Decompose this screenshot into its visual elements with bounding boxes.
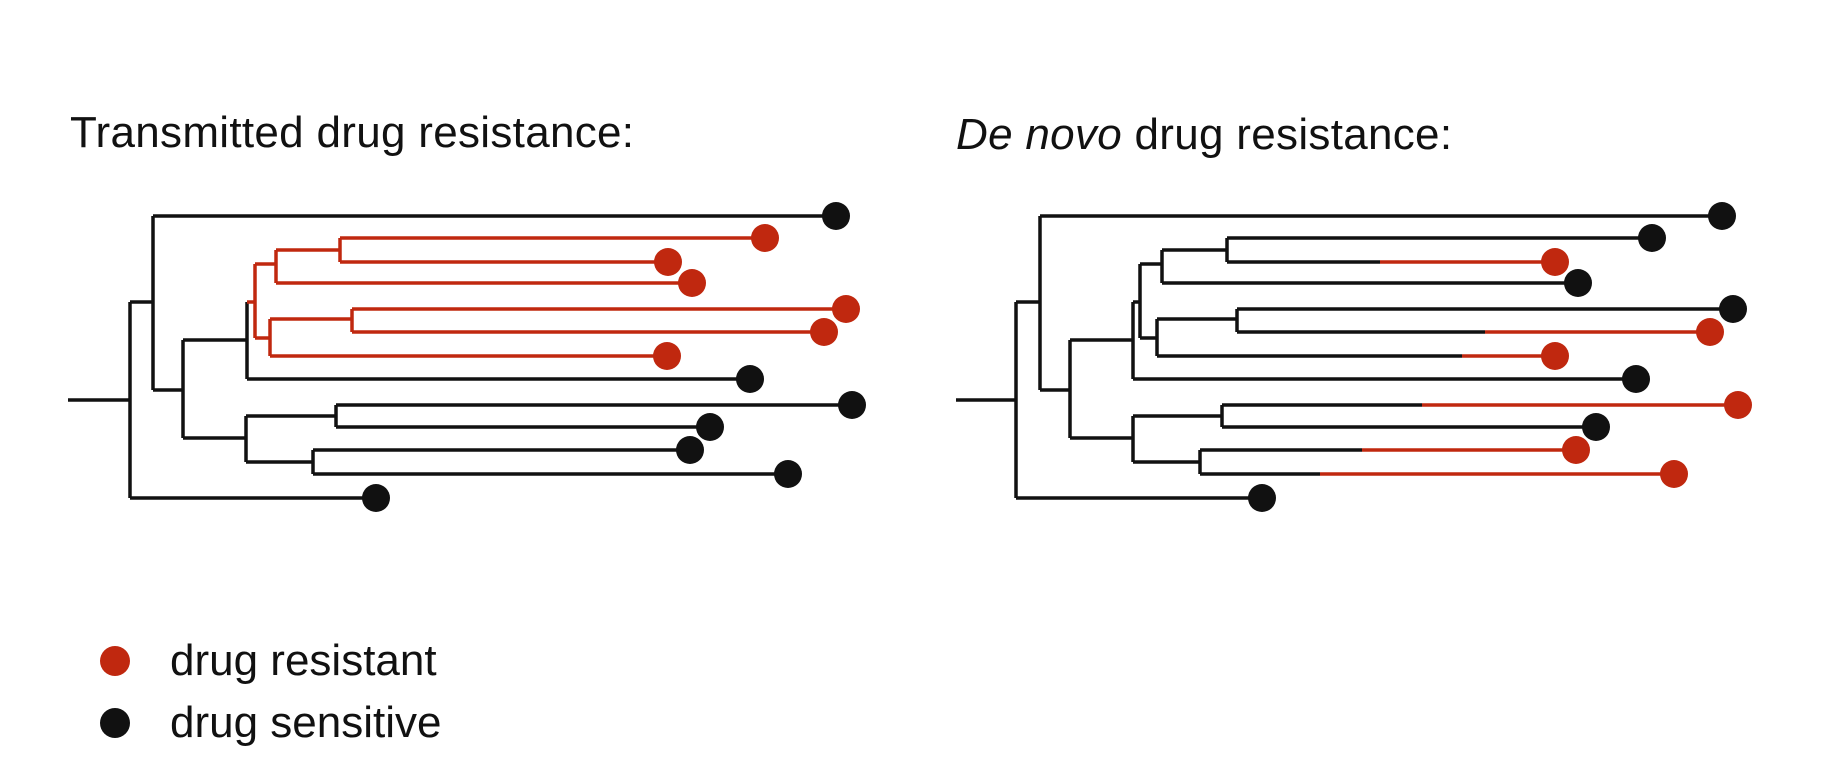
tip-dot-L3 bbox=[654, 248, 682, 276]
tip-dot-L13 bbox=[1248, 484, 1276, 512]
tip-dot-L11 bbox=[1562, 436, 1590, 464]
tip-dot-L2 bbox=[1638, 224, 1666, 252]
tip-dot-L1 bbox=[822, 202, 850, 230]
tip-dot-L6 bbox=[1696, 318, 1724, 346]
legend-label-sensitive: drug sensitive bbox=[170, 698, 442, 747]
tip-dot-L7 bbox=[653, 342, 681, 370]
tip-dot-L8 bbox=[1622, 365, 1650, 393]
resistant-dot-icon bbox=[100, 646, 130, 676]
sensitive-dot-icon bbox=[100, 708, 130, 738]
tip-dot-L1 bbox=[1708, 202, 1736, 230]
transmitted-panel-title: Transmitted drug resistance: bbox=[70, 108, 635, 157]
tip-dot-L12 bbox=[774, 460, 802, 488]
tip-dot-L4 bbox=[678, 269, 706, 297]
tip-dot-L4 bbox=[1564, 269, 1592, 297]
tip-dot-L3 bbox=[1541, 248, 1569, 276]
legend-item-sensitive: drug sensitive bbox=[100, 692, 441, 754]
de-novo-title-italic: De novo bbox=[956, 110, 1122, 159]
tip-dot-L9 bbox=[1724, 391, 1752, 419]
tip-dot-L8 bbox=[736, 365, 764, 393]
tip-dot-L5 bbox=[832, 295, 860, 323]
legend-item-resistant: drug resistant bbox=[100, 630, 441, 692]
tip-dot-L10 bbox=[1582, 413, 1610, 441]
legend-label-resistant: drug resistant bbox=[170, 636, 437, 685]
tip-dot-L11 bbox=[676, 436, 704, 464]
tip-dot-L2 bbox=[751, 224, 779, 252]
de-novo-panel-title: De novo drug resistance: bbox=[956, 110, 1452, 160]
tip-dot-L10 bbox=[696, 413, 724, 441]
transmitted-resistance-tree bbox=[68, 202, 866, 512]
tip-dot-L6 bbox=[810, 318, 838, 346]
tip-dot-L9 bbox=[838, 391, 866, 419]
de-novo-title-rest: drug resistance: bbox=[1121, 110, 1453, 159]
tip-dot-L12 bbox=[1660, 460, 1688, 488]
tip-dot-L7 bbox=[1541, 342, 1569, 370]
tip-dot-L13 bbox=[362, 484, 390, 512]
tip-dot-L5 bbox=[1719, 295, 1747, 323]
de-novo-resistance-tree bbox=[956, 202, 1752, 512]
legend: drug resistant drug sensitive bbox=[100, 630, 441, 754]
